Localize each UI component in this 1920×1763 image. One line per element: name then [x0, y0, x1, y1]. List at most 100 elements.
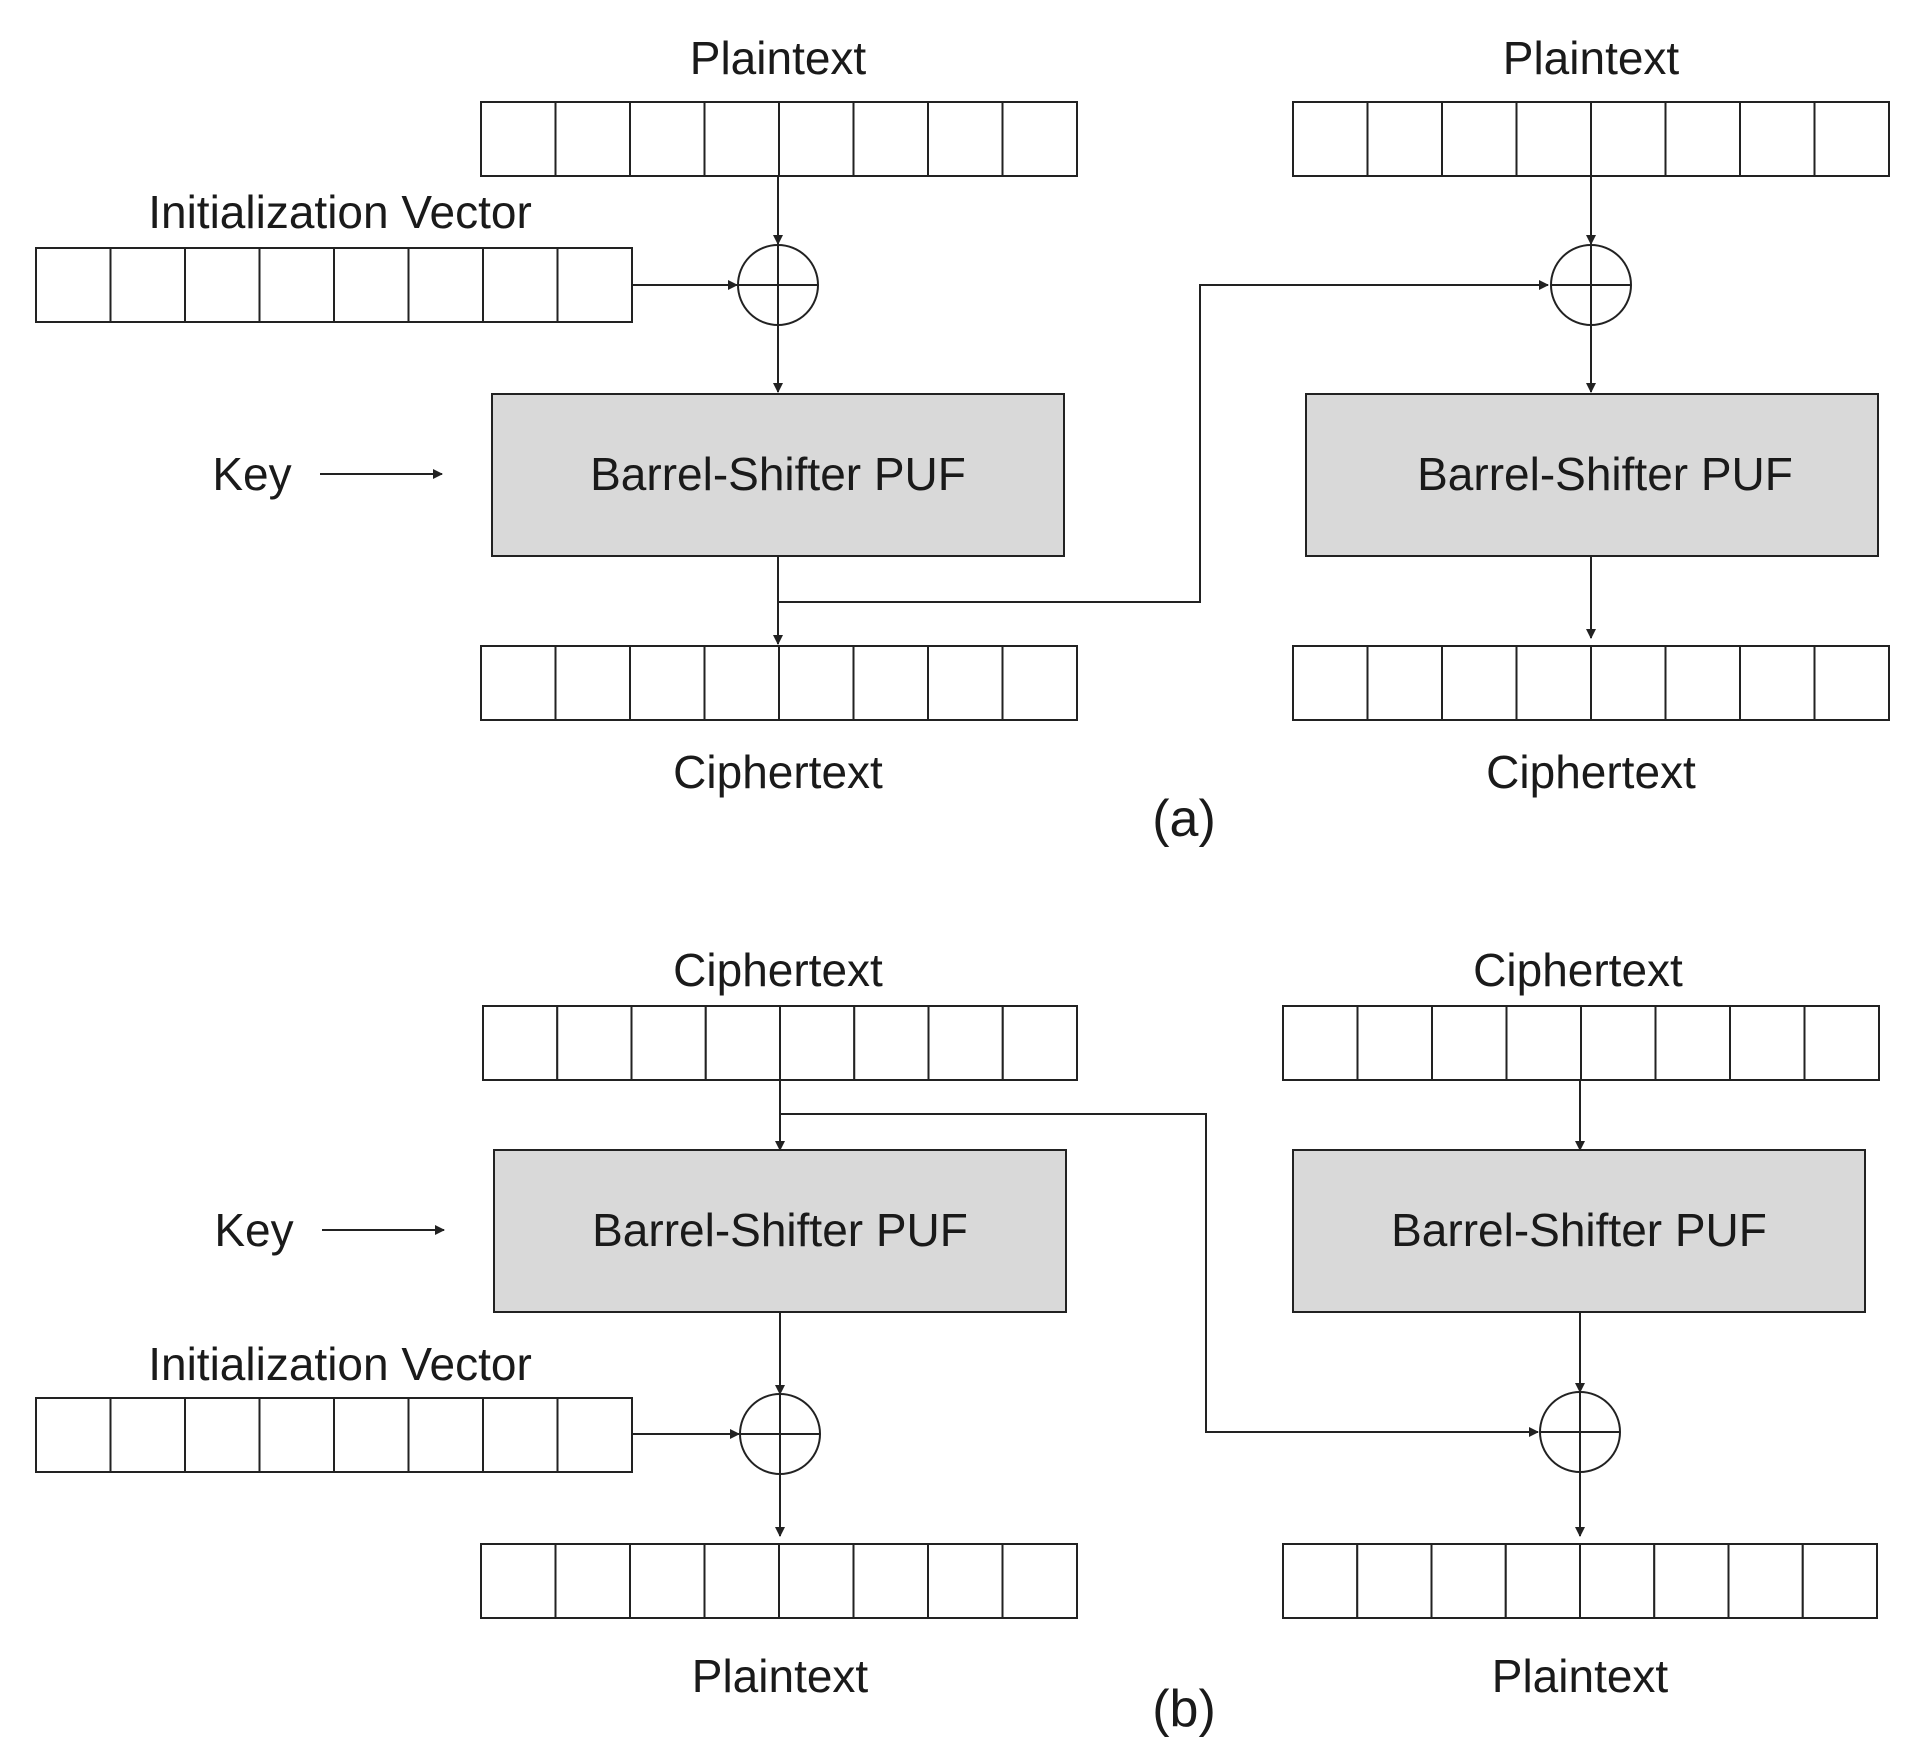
register-cell — [556, 247, 633, 323]
register-cell — [333, 1397, 410, 1473]
register-cell — [1430, 1543, 1507, 1619]
decryption-right-plaintext-register — [1282, 1543, 1878, 1619]
register-cell — [1580, 1005, 1657, 1081]
register-cell — [1356, 1543, 1433, 1619]
decryption-section: Ciphertext Key Barrel-Shifter PUF Initia… — [35, 944, 1880, 1738]
register-cell — [852, 645, 929, 721]
encryption-left-xor-icon — [737, 244, 819, 326]
register-cell — [109, 1397, 186, 1473]
register-cell — [480, 1543, 557, 1619]
decryption-caption: (b) — [1152, 1680, 1216, 1738]
decryption-right-plaintext-label: Plaintext — [1492, 1650, 1669, 1702]
register-cell — [778, 1543, 855, 1619]
decryption-left-ciphertext-label: Ciphertext — [673, 944, 883, 996]
register-cell — [927, 645, 1004, 721]
register-cell — [1803, 1005, 1880, 1081]
register-cell — [556, 1005, 633, 1081]
encryption-section: Plaintext Initialization Vector Key Barr… — [35, 32, 1890, 848]
decryption-right-ciphertext-label: Ciphertext — [1473, 944, 1683, 996]
register-cell — [258, 1397, 335, 1473]
register-cell — [1504, 1543, 1581, 1619]
register-cell — [1653, 1543, 1730, 1619]
register-cell — [629, 645, 706, 721]
decryption-right-puf-label: Barrel-Shifter PUF — [1391, 1204, 1767, 1256]
decryption-left-puf-block — [493, 1149, 1067, 1313]
register-cell — [1801, 1543, 1878, 1619]
register-cell — [927, 101, 1004, 177]
register-cell — [1664, 101, 1741, 177]
register-cell — [1282, 1005, 1359, 1081]
encryption-right-xor-icon — [1550, 244, 1632, 326]
register-cell — [1001, 1005, 1078, 1081]
decryption-left-ciphertext-register — [482, 1005, 1078, 1081]
register-cell — [629, 101, 706, 177]
encryption-iv-register — [35, 247, 633, 323]
register-cell — [1813, 101, 1890, 177]
register-cell — [480, 101, 557, 177]
decryption-left-plaintext-label: Plaintext — [692, 1650, 869, 1702]
register-cell — [703, 101, 780, 177]
register-cell — [852, 101, 929, 177]
encryption-right-ciphertext-register — [1292, 645, 1890, 721]
encryption-left-ciphertext-register — [480, 645, 1078, 721]
encryption-left-puf-label: Barrel-Shifter PUF — [590, 448, 966, 500]
register-cell — [554, 1543, 631, 1619]
register-cell — [1579, 1543, 1656, 1619]
encryption-left-ciphertext-label: Ciphertext — [673, 746, 883, 798]
register-cell — [1001, 645, 1078, 721]
register-cell — [1282, 1543, 1359, 1619]
register-cell — [556, 1397, 633, 1473]
encryption-iv-label: Initialization Vector — [148, 186, 532, 238]
decryption-left-xor-icon — [739, 1393, 821, 1475]
register-cell — [1739, 645, 1816, 721]
register-cell — [407, 1397, 484, 1473]
register-cell — [630, 1005, 707, 1081]
encryption-left-puf-block — [491, 393, 1065, 557]
register-cell — [1366, 101, 1443, 177]
register-cell — [184, 247, 261, 323]
decryption-right-puf-block — [1292, 1149, 1866, 1313]
register-cell — [1431, 1005, 1508, 1081]
register-cell — [1505, 1005, 1582, 1081]
decryption-left-chain: Ciphertext Key Barrel-Shifter PUF Initia… — [35, 944, 1078, 1702]
register-cell — [184, 1397, 261, 1473]
register-cell — [1654, 1005, 1731, 1081]
register-cell — [1739, 101, 1816, 177]
register-cell — [1441, 101, 1518, 177]
register-cell — [333, 247, 410, 323]
encryption-left-plaintext-label: Plaintext — [690, 32, 867, 84]
encryption-right-puf-block — [1305, 393, 1879, 557]
register-cell — [1727, 1543, 1804, 1619]
register-cell — [554, 645, 631, 721]
register-cell — [1356, 1005, 1433, 1081]
encryption-left-plaintext-register — [480, 101, 1078, 177]
register-cell — [927, 1543, 1004, 1619]
register-cell — [1001, 101, 1078, 177]
encryption-right-ciphertext-label: Ciphertext — [1486, 746, 1696, 798]
register-cell — [1813, 645, 1890, 721]
register-cell — [1001, 1543, 1078, 1619]
register-cell — [1729, 1005, 1806, 1081]
register-cell — [482, 247, 559, 323]
register-cell — [554, 101, 631, 177]
register-cell — [35, 1397, 112, 1473]
register-cell — [778, 645, 855, 721]
register-cell — [482, 1005, 559, 1081]
register-cell — [629, 1543, 706, 1619]
register-cell — [35, 247, 112, 323]
register-cell — [482, 1397, 559, 1473]
register-cell — [927, 1005, 1004, 1081]
register-cell — [1292, 645, 1369, 721]
decryption-right-chain: Ciphertext Barrel-Shifter PUF Plaintext — [1282, 944, 1880, 1702]
decryption-iv-register — [35, 1397, 633, 1473]
register-cell — [1441, 645, 1518, 721]
register-cell — [1515, 645, 1592, 721]
decryption-left-puf-label: Barrel-Shifter PUF — [592, 1204, 968, 1256]
encryption-right-plaintext-label: Plaintext — [1503, 32, 1680, 84]
register-cell — [1292, 101, 1369, 177]
decryption-key-label: Key — [214, 1204, 293, 1256]
decryption-chain-wire — [780, 1113, 1539, 1437]
register-cell — [852, 1543, 929, 1619]
register-cell — [407, 247, 484, 323]
register-cell — [1590, 101, 1667, 177]
